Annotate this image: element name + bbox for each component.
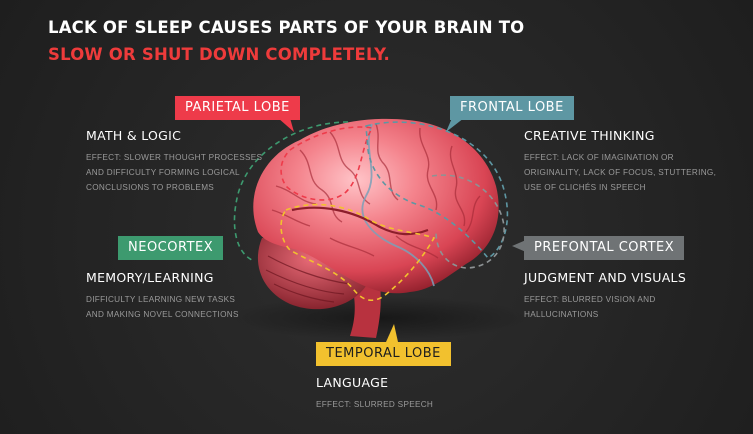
frontal-heading: CREATIVE THINKING [524, 128, 655, 143]
cerebellum-folds [265, 255, 351, 303]
neocortex-tag: NEOCORTEX [118, 236, 224, 260]
frontal-outline [365, 121, 509, 260]
lateral-sulcus [291, 206, 429, 236]
parietal-outline [280, 126, 374, 201]
prefontal-heading: JUDGMENT AND VISUALS [524, 270, 687, 285]
temporal-info: LANGUAGE EFFECT: SLURRED SPEECH [316, 375, 433, 412]
temporal-lobe-tag: TEMPORAL LOBE [316, 342, 451, 366]
frontal-effect-2: ORIGINALITY, LACK OF FOCUS, STUTTERING, [524, 168, 717, 177]
temporal-pointer [386, 324, 398, 342]
neocortex-info: MEMORY/LEARNING DIFFICULTY LEARNING NEW … [86, 270, 239, 322]
neocortex-heading: MEMORY/LEARNING [86, 270, 214, 285]
temporal-outline [280, 203, 436, 302]
neocortex-outline [233, 121, 349, 261]
frontal-pointer [446, 118, 464, 132]
neocortex-effect-1: DIFFICULTY LEARNING NEW TASKS [86, 295, 236, 304]
parietal-effect-2: AND DIFFICULTY FORMING LOGICAL [86, 168, 240, 177]
cerebellum [257, 238, 366, 310]
parietal-lobe-tag: PARIETAL LOBE [175, 96, 300, 120]
parietal-pointer [278, 118, 294, 132]
prefontal-pointer [512, 240, 526, 252]
title-line-1: LACK OF SLEEP CAUSES PARTS OF YOUR BRAIN… [48, 18, 525, 37]
prefontal-effect-2: HALLUCINATIONS [524, 310, 599, 319]
prefontal-cortex-tag: PREFONTAL CORTEX [524, 236, 685, 260]
frontal-lobe-tag: FRONTAL LOBE [450, 96, 574, 120]
frontal-effect-3: USE OF CLICHÉS IN SPEECH [524, 183, 646, 192]
page-title: LACK OF SLEEP CAUSES PARTS OF YOUR BRAIN… [48, 14, 524, 68]
parietal-heading: MATH & LOGIC [86, 128, 182, 143]
cerebrum [253, 118, 499, 294]
region-outlines [233, 121, 509, 302]
temporal-heading: LANGUAGE [316, 375, 389, 390]
frontal-info: CREATIVE THINKING EFFECT: LACK OF IMAGIN… [524, 128, 716, 195]
frontal-effect-1: EFFECT: LACK OF IMAGINATION OR [524, 153, 674, 162]
prefontal-effect-1: EFFECT: BLURRED VISION AND [524, 295, 656, 304]
brainstem [350, 286, 381, 338]
prefontal-outline [431, 174, 505, 269]
neocortex-effect-2: AND MAKING NOVEL CONNECTIONS [86, 310, 239, 319]
temporal-effect-1: EFFECT: SLURRED SPEECH [316, 400, 434, 409]
brain-folds [271, 123, 481, 259]
title-line-2: SLOW OR SHUT DOWN COMPLETELY. [48, 45, 391, 64]
parietal-effect-3: CONCLUSIONS TO PROBLEMS [86, 183, 215, 192]
prefontal-info: JUDGMENT AND VISUALS EFFECT: BLURRED VIS… [524, 270, 686, 322]
parietal-info: MATH & LOGIC EFFECT: SLOWER THOUGHT PROC… [86, 128, 262, 195]
parietal-effect-1: EFFECT: SLOWER THOUGHT PROCESSES [86, 153, 263, 162]
